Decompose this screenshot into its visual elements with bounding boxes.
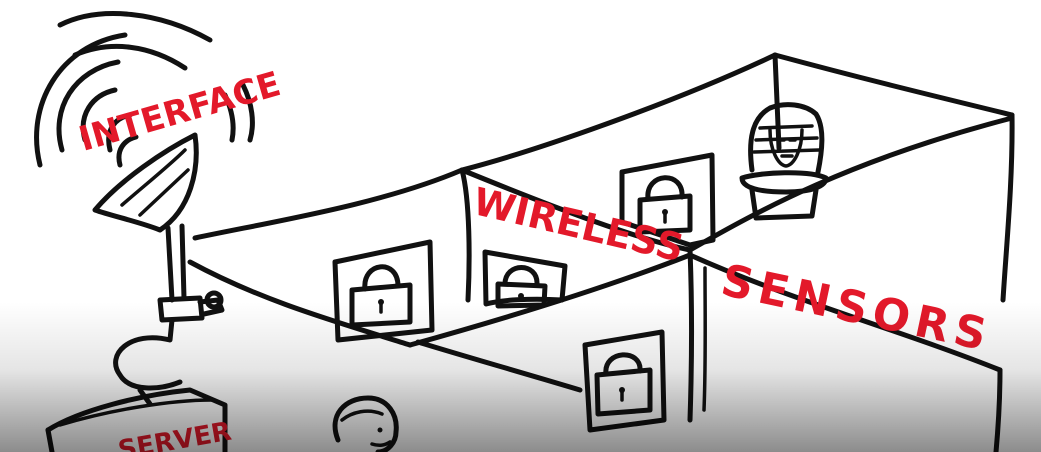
padlock-door-1 [335,242,432,340]
padlock-door-2 [485,252,565,306]
padlock-icon [352,267,410,325]
satellite-dish-icon [37,14,253,404]
sensors-label: SENSORS [717,255,997,362]
padlock-door-4 [585,332,664,430]
building-outline [190,55,1012,452]
padlock-icon [597,355,650,414]
person-icon [335,398,396,452]
server-label: SERVER [116,417,234,452]
